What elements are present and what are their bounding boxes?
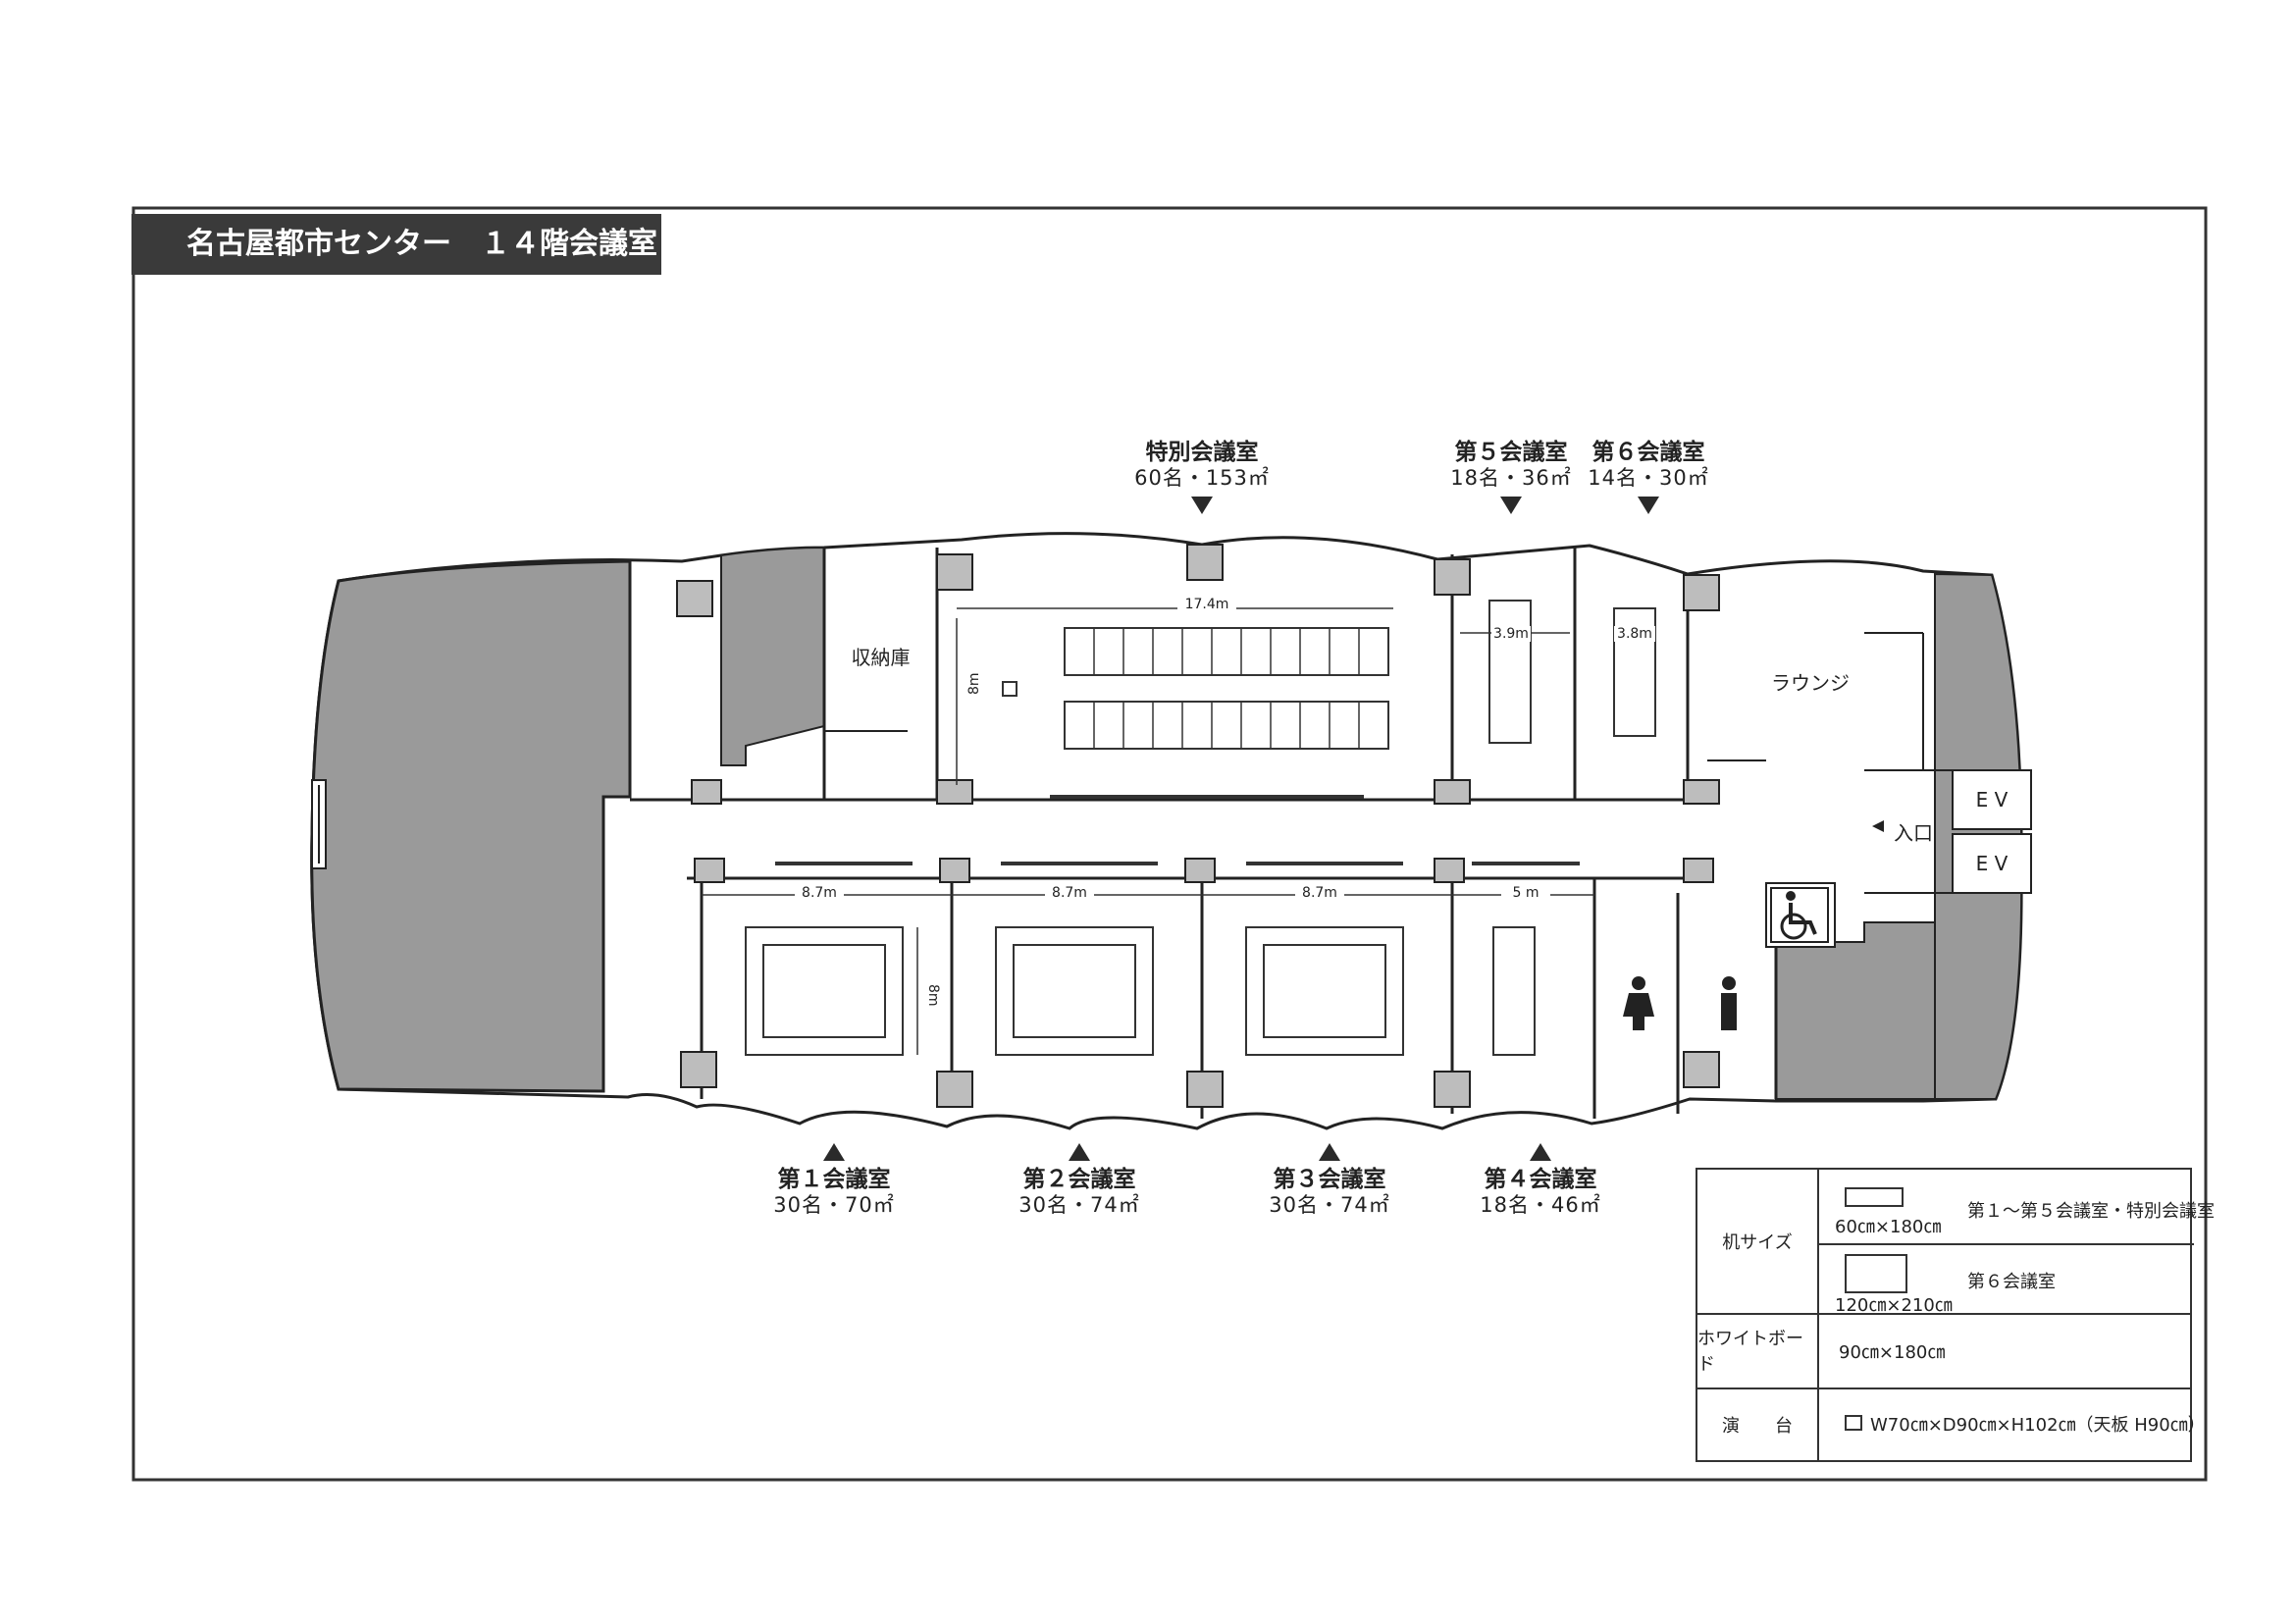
- room-name: 第４会議室: [1484, 1167, 1597, 1192]
- legend-table: 机サイズ ホワイトボード 演 台 60㎝×180㎝ 第１～第５会議室・特別会議室…: [1696, 1168, 2215, 1462]
- up-arrow-icon: [1069, 1143, 1090, 1161]
- legend-podium-size: W70㎝×D90㎝×H102㎝（天板 H90㎝）: [1870, 1415, 2206, 1436]
- room-capacity: 30名・74㎡: [1269, 1193, 1390, 1217]
- down-arrow-icon: [1191, 497, 1213, 514]
- elevator-block-2[interactable]: [1952, 833, 2032, 894]
- dim-room1-depth: 8m: [925, 984, 941, 1007]
- lower-room-desks: [745, 926, 1536, 1056]
- room-name: 第１会議室: [777, 1167, 891, 1192]
- room-capacity: 60名・153㎡: [1134, 466, 1270, 490]
- dim-room1-width: 8.7m: [795, 885, 844, 901]
- desk-b-swatch: [1845, 1254, 1907, 1293]
- dim-room5-width: 3.9m: [1491, 626, 1531, 642]
- label-room4[interactable]: 第４会議室 18名・46㎡: [1433, 1143, 1648, 1218]
- elevator-block-1[interactable]: [1952, 769, 2032, 830]
- west-hall-zone: [310, 559, 632, 1093]
- room-name: 第５会議室: [1454, 440, 1568, 465]
- west-annex-zone: [720, 546, 825, 766]
- elevator-1-label[interactable]: E V: [1975, 788, 2009, 812]
- legend-desk-label: 机サイズ: [1697, 1170, 1819, 1313]
- down-arrow-icon: [1638, 497, 1659, 514]
- page-title: 名古屋都市センター １４階会議室: [131, 214, 661, 275]
- room-name: 第６会議室: [1592, 440, 1705, 465]
- room-name: 第３会議室: [1273, 1167, 1386, 1192]
- room-capacity: 30名・70㎡: [773, 1193, 895, 1217]
- legend-whiteboard-size: 90㎝×180㎝: [1839, 1342, 1946, 1363]
- dim-room2-width: 8.7m: [1045, 885, 1094, 901]
- dim-room4-width: 5 m: [1501, 885, 1550, 901]
- special-room-podium: [1002, 681, 1018, 697]
- sheet-frame: [131, 206, 2208, 1482]
- wheelchair-icon: [1770, 887, 1829, 943]
- room-capacity: 14名・30㎡: [1588, 466, 1709, 490]
- room-name: 特別会議室: [1145, 440, 1259, 465]
- structural-columns: [676, 544, 1720, 1108]
- room-capacity: 18名・36㎡: [1450, 466, 1572, 490]
- elevator-2-label[interactable]: E V: [1975, 852, 2009, 875]
- special-room-desk-dividers: [1093, 628, 1360, 749]
- label-room6[interactable]: 第６会議室 14名・30㎡: [1540, 440, 1756, 514]
- room6-desk: [1613, 607, 1656, 737]
- entrance-arrow-icon: [1872, 820, 1884, 832]
- room-name: 第２会議室: [1022, 1167, 1136, 1192]
- lounge-label: ラウンジ: [1771, 671, 1850, 695]
- room-capacity: 30名・74㎡: [1018, 1193, 1140, 1217]
- label-room5[interactable]: 第５会議室 18名・36㎡: [1403, 440, 1619, 514]
- special-room-desks: [1064, 627, 1389, 750]
- legend-podium-label: 演 台: [1697, 1387, 1819, 1462]
- legend-desk-b-use: 第６会議室: [1967, 1272, 2056, 1292]
- label-special-room[interactable]: 特別会議室 60名・153㎡: [1084, 440, 1320, 514]
- legend-desk-b-size: 120㎝×210㎝: [1835, 1295, 1953, 1316]
- dim-room3-width: 8.7m: [1295, 885, 1344, 901]
- label-room1[interactable]: 第１会議室 30名・70㎡: [726, 1143, 942, 1218]
- female-restroom-icon: [1623, 976, 1654, 1030]
- male-restroom-icon: [1721, 976, 1737, 1030]
- down-arrow-icon: [1500, 497, 1522, 514]
- legend-desk-a-size: 60㎝×180㎝: [1835, 1217, 1942, 1237]
- up-arrow-icon: [1530, 1143, 1551, 1161]
- desk-a-swatch: [1845, 1187, 1904, 1207]
- room-capacity: 18名・46㎡: [1480, 1193, 1601, 1217]
- legend-whiteboard-label: ホワイトボード: [1697, 1313, 1819, 1387]
- up-arrow-icon: [1319, 1143, 1340, 1161]
- dim-room6-width: 3.8m: [1614, 626, 1655, 642]
- label-room2[interactable]: 第２会議室 30名・74㎡: [971, 1143, 1187, 1218]
- legend-desk-a-use: 第１～第５会議室・特別会議室: [1967, 1201, 2215, 1222]
- label-room3[interactable]: 第３会議室 30名・74㎡: [1222, 1143, 1437, 1218]
- up-arrow-icon: [823, 1143, 845, 1161]
- entrance-label: 入口: [1894, 821, 1933, 845]
- east-annex-zone: [1775, 921, 1936, 1100]
- dim-special-width: 17.4m: [1177, 597, 1236, 612]
- storage-label: 収納庫: [851, 646, 911, 669]
- podium-swatch: [1845, 1415, 1862, 1431]
- dim-special-depth: 8m: [966, 672, 982, 695]
- room5-desk: [1488, 600, 1532, 744]
